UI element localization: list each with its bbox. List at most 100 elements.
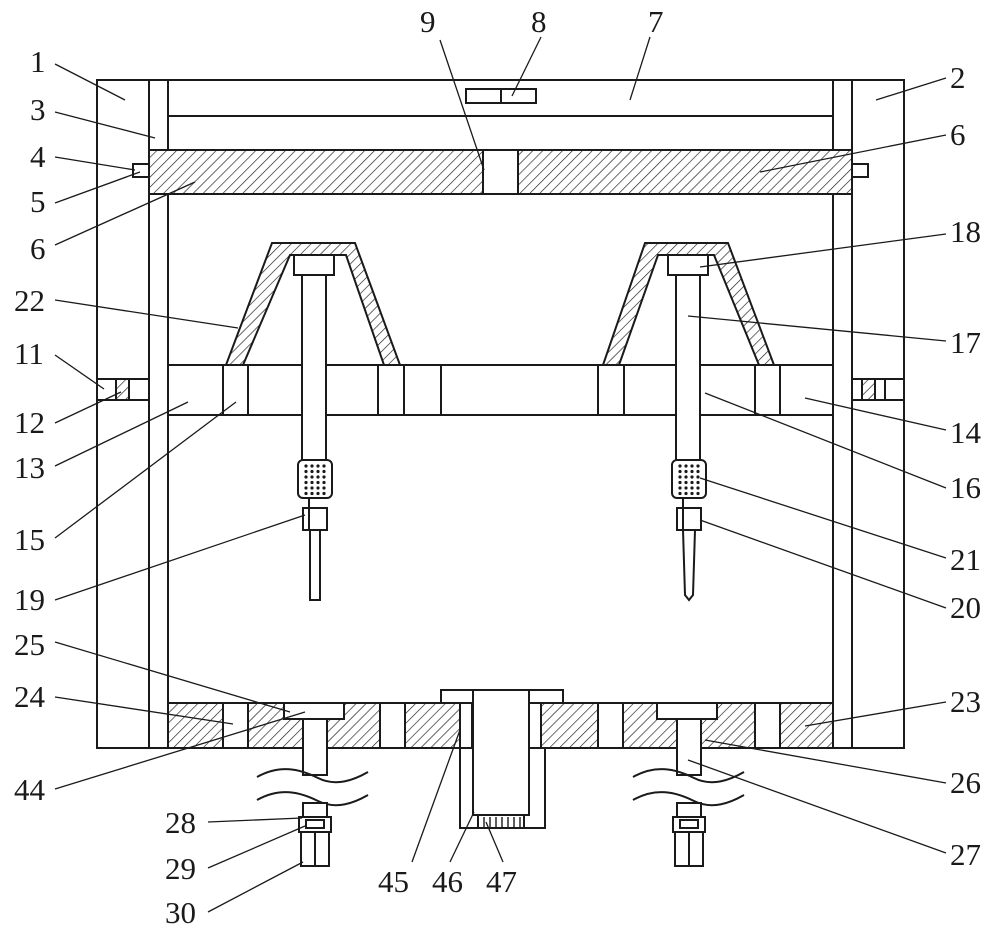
label-16: 16 — [950, 470, 981, 505]
grip-dot — [304, 486, 308, 490]
leader-30 — [207, 861, 304, 913]
outlet-right-wall — [528, 702, 542, 749]
grip-dot — [684, 491, 688, 496]
leader-2 — [875, 77, 947, 101]
leader-6a — [54, 181, 196, 246]
label-24: 24 — [14, 679, 46, 714]
left-spindle-cap — [293, 254, 335, 276]
middle-beam — [96, 364, 905, 416]
label-27: 27 — [950, 837, 981, 872]
leader-23 — [804, 701, 947, 727]
grip-dot — [684, 486, 688, 490]
label-44: 44 — [14, 772, 46, 807]
left-tool-holder — [302, 507, 328, 531]
grip-dot — [304, 469, 308, 474]
outlet-left-wall — [459, 702, 473, 749]
right-chuck-grip — [678, 464, 700, 496]
right-leg-lower — [676, 802, 702, 818]
grip-dot — [316, 469, 320, 474]
left-chuck — [297, 459, 333, 499]
label-23: 23 — [950, 684, 981, 719]
leader-8 — [511, 36, 542, 97]
label-13: 13 — [14, 450, 45, 485]
leader-15 — [54, 401, 237, 539]
left-leg-lower — [302, 802, 328, 818]
top-clamp-bar-right — [517, 149, 853, 195]
grip-dot — [316, 475, 320, 479]
grip-dot — [310, 469, 314, 474]
label-45: 45 — [378, 864, 409, 899]
leader-45 — [411, 729, 461, 863]
right-spindle — [675, 274, 701, 461]
grip-dot — [696, 464, 700, 468]
leader-21 — [699, 477, 947, 559]
grip-dot — [690, 469, 694, 474]
label-14: 14 — [950, 415, 982, 450]
grip-dot — [316, 480, 320, 485]
leader-12 — [54, 391, 122, 424]
right-bearing-cap — [656, 702, 718, 720]
grip-dot — [310, 486, 314, 490]
leader-24 — [54, 696, 234, 725]
label-26: 26 — [950, 765, 981, 800]
grip-dot — [684, 475, 688, 479]
grip-dot — [304, 480, 308, 485]
label-47: 47 — [486, 864, 517, 899]
outlet-filter-mesh — [483, 817, 521, 827]
leader-7 — [629, 36, 651, 101]
grip-dot — [322, 469, 326, 474]
top-center-block — [482, 149, 519, 195]
leader-6b — [759, 134, 947, 173]
label-18: 18 — [950, 214, 981, 249]
leader-26 — [704, 739, 947, 784]
grip-dot — [678, 491, 682, 496]
leader-29 — [207, 825, 306, 869]
top-assembly — [132, 88, 869, 195]
right-tool-holder — [676, 507, 702, 531]
base-seg-3 — [404, 702, 461, 749]
leader-25 — [54, 641, 291, 713]
grip-dot — [696, 480, 700, 485]
leader-14 — [804, 397, 947, 431]
right-spindle-cap — [667, 254, 709, 276]
cross-beam — [167, 364, 834, 416]
leader-13 — [54, 401, 189, 467]
right-foot-clamp-inner — [679, 819, 699, 829]
left-spindle — [301, 274, 327, 461]
label-28: 28 — [165, 805, 196, 840]
leader-5 — [54, 171, 141, 204]
left-chuck-grip — [304, 464, 326, 496]
base-seg-4b — [597, 702, 624, 749]
left-slider-block — [115, 378, 130, 401]
grip-dot — [322, 475, 326, 479]
grip-dot — [696, 475, 700, 479]
left-bearing-cap — [283, 702, 345, 720]
right-tool-bit — [681, 529, 697, 602]
grip-dot — [690, 491, 694, 496]
grip-dot — [322, 464, 326, 468]
grip-dot — [690, 480, 694, 485]
grip-dot — [678, 480, 682, 485]
grip-dot — [310, 491, 314, 496]
label-5: 5 — [30, 184, 46, 219]
right-tool-assembly — [601, 242, 776, 602]
grip-dot — [690, 486, 694, 490]
label-29: 29 — [165, 851, 196, 886]
grip-dot — [690, 464, 694, 468]
right-leg-upper — [676, 718, 702, 776]
label-30: 30 — [165, 895, 196, 930]
leader-3 — [54, 111, 156, 139]
leader-27 — [687, 759, 947, 854]
leader-18 — [699, 233, 947, 268]
leader-11 — [54, 354, 105, 390]
label-20: 20 — [950, 590, 981, 625]
outlet-chute-inner — [472, 689, 530, 816]
grip-dot — [304, 464, 308, 468]
leader-22 — [54, 299, 239, 329]
grip-dot — [310, 464, 314, 468]
left-leg-upper — [302, 718, 328, 776]
left-tool-bit — [309, 529, 321, 601]
leader-19 — [54, 514, 306, 601]
label-6a: 6 — [30, 231, 46, 266]
